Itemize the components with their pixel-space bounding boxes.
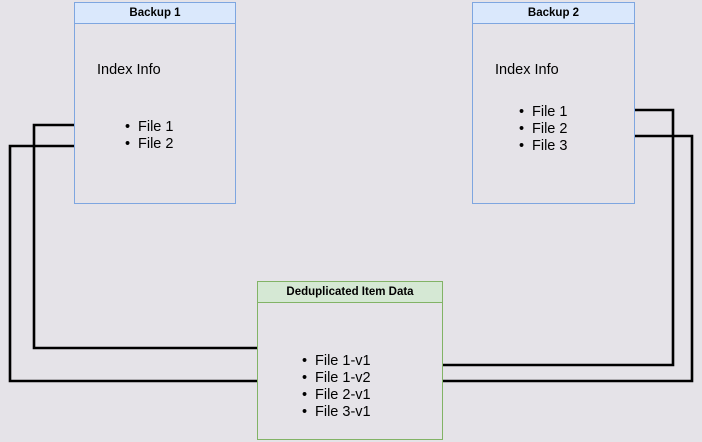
backup-1-file-list: File 1 File 2	[125, 119, 173, 153]
node-backup-2[interactable]: Backup 2 Index Info File 1 File 2 File 3	[472, 2, 635, 204]
list-item: File 1	[125, 119, 173, 136]
list-item: File 1-v1	[302, 353, 371, 370]
node-backup-1-body: Index Info File 1 File 2	[75, 24, 235, 204]
node-deduplicated-item-data-body: File 1-v1 File 1-v2 File 2-v1 File 3-v1	[258, 303, 442, 440]
list-item: File 3	[519, 138, 567, 155]
list-item: File 2	[519, 121, 567, 138]
list-item: File 2-v1	[302, 387, 371, 404]
list-item: File 1	[519, 104, 567, 121]
backup-2-index-info-label: Index Info	[495, 62, 559, 78]
node-backup-2-body: Index Info File 1 File 2 File 3	[473, 24, 634, 204]
list-item: File 3-v1	[302, 404, 371, 421]
list-item: File 1-v2	[302, 370, 371, 387]
node-deduplicated-item-data[interactable]: Deduplicated Item Data File 1-v1 File 1-…	[257, 281, 443, 440]
node-backup-1-title: Backup 1	[75, 3, 235, 24]
backup-1-index-info-label: Index Info	[97, 62, 161, 78]
node-backup-2-title: Backup 2	[473, 3, 634, 24]
node-deduplicated-item-data-title: Deduplicated Item Data	[258, 282, 442, 303]
list-item: File 2	[125, 136, 173, 153]
node-backup-1[interactable]: Backup 1 Index Info File 1 File 2	[74, 2, 236, 204]
backup-2-file-list: File 1 File 2 File 3	[519, 104, 567, 155]
deduplicated-item-list: File 1-v1 File 1-v2 File 2-v1 File 3-v1	[302, 353, 371, 421]
